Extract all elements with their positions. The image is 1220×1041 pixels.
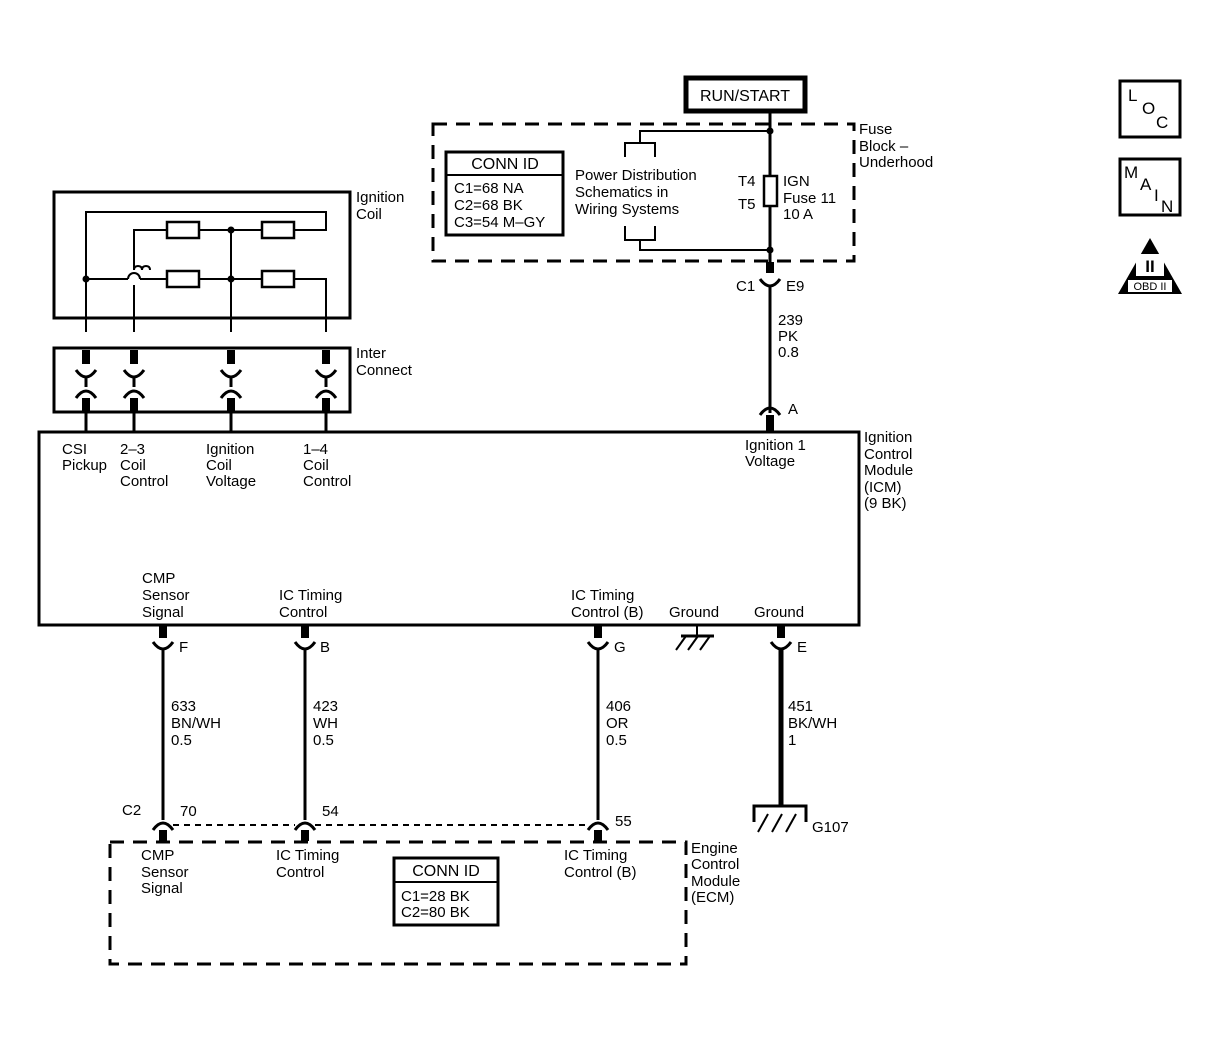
ecm-connector-c2: C2 [122,802,141,819]
pds-bracket [624,130,770,251]
circuit-451 [769,625,793,806]
svg-text:N: N [1161,197,1173,216]
svg-text:C: C [1156,113,1168,132]
svg-text:L: L [1128,86,1137,105]
icm-terminal-ground-case: Ground [669,604,719,621]
svg-text:C1=28 BK C2=80 BK: C1=28 BK C2=80 BK [401,888,474,921]
ecm-pin-55: 55 [615,813,632,830]
inter-connect-pins [74,350,338,412]
wire-633-label: 633 BN/WH 0.5 [171,698,225,749]
icm-label: Ignition Control Module (ICM) (9 BK) [864,429,917,512]
fuse-label: IGN Fuse 11 10 A [783,173,840,223]
svg-text:O: O [1142,99,1155,118]
pds-note: Power Distribution Schematics in Wiring … [575,167,701,218]
svg-text:OBD II: OBD II [1133,281,1166,293]
ecm-label: Engine Control Module (ECM) [691,840,744,906]
svg-text:A: A [1140,175,1152,194]
terminal-t4: T4 [738,173,756,190]
circuit-633 [151,625,175,841]
obd-ii-icon[interactable]: II OBD II [1118,238,1182,294]
fuse-block-outline [431,122,856,263]
ecm-pin-70: 70 [180,803,197,820]
icm-pin-g: G [614,639,626,656]
ecm-pin-54: 54 [322,803,339,820]
ground-g107-symbol [752,804,808,833]
inter-connect-label: Inter Connect [356,345,413,379]
icm-terminal-1-4-coil-control: 1–4 Coil Control [303,441,351,490]
loc-icon[interactable]: L O C [1118,79,1182,139]
ecm-terminal-cmp-sensor-signal: CMP Sensor Signal [141,847,193,897]
terminal-t5: T5 [738,196,756,213]
coil-windings [85,211,327,332]
icm-terminal-csi-pickup: CSI Pickup [62,441,107,474]
run-start-source: RUN/START [683,75,808,114]
icm-pin-a: A [788,401,798,418]
svg-text:CONN ID: CONN ID [471,156,539,173]
icm-pin-e: E [797,639,807,656]
circuit-406 [586,625,610,841]
icm-pin-f: F [179,639,188,656]
ground-g107-label: G107 [812,819,849,836]
icm-box [37,430,861,627]
ignition-coil-label: Ignition Coil [356,189,409,223]
fuse-block-label: Fuse Block – Underhood [859,121,933,171]
wire-423-label: 423 WH 0.5 [313,698,342,749]
svg-text:I: I [1154,186,1159,205]
circuit-423 [293,625,317,841]
icm-terminal-ic-timing-control: IC Timing Control [279,587,347,621]
ecm-terminal-ic-timing-control: IC Timing Control [276,847,344,881]
connector-c1-pin: E9 [786,278,804,295]
wire-239-label: 239 PK 0.8 [778,312,807,361]
ecm-conn-id: CONN ID C1=28 BK C2=80 BK [392,856,500,927]
ign-fuse-11 [762,174,779,208]
icm-terminal-ignition-1-voltage: Ignition 1 Voltage [745,437,810,470]
case-ground-symbol [675,625,714,651]
icm-terminal-ic-timing-control-b: IC Timing Control (B) [571,587,644,621]
inter-connect-box [52,346,352,414]
icm-terminal-ground-e: Ground [754,604,804,621]
ecm-outline [108,840,688,966]
svg-text:II: II [1145,257,1154,276]
svg-text:M: M [1124,163,1138,182]
icm-pin-b: B [320,639,330,656]
wire-451-label: 451 BK/WH 1 [788,698,841,749]
ecm-terminal-ic-timing-control-b: IC Timing Control (B) [564,847,637,881]
icm-terminal-cmp-sensor-signal: CMP Sensor Signal [142,570,194,621]
main-icon[interactable]: M A I N [1118,157,1182,217]
fuse-block-conn-id: CONN ID C1=68 NA C2=68 BK C3=54 M–GY [444,150,565,237]
icm-terminal-2-3-coil-control: 2–3 Coil Control [120,441,168,490]
run-start-label: RUN/START [700,88,790,105]
svg-text:CONN ID: CONN ID [412,863,480,880]
ignition-coil-box [52,190,352,320]
icm-terminal-ignition-coil-voltage: Ignition Coil Voltage [206,441,259,490]
connector-c1-label: C1 [736,278,755,295]
wire-406-label: 406 OR 0.5 [606,698,635,749]
svg-text:C1=68 NA C2=68 BK: C1=68 NA C2=68 BK C3=54 M–GY [454,180,545,231]
